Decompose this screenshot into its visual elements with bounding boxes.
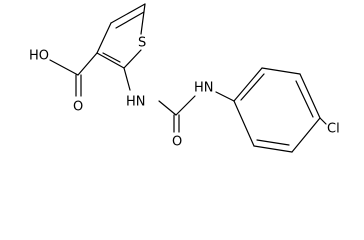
bond-ar3-ar4-inner [295, 80, 314, 118]
bond-nh-aryl [215, 91, 235, 102]
structure-canvas: HO O S HN O HN Cl [29, 3, 340, 153]
urea-oxygen-label: O [172, 135, 182, 150]
amine-left-label: HN [126, 95, 146, 110]
bond-nh-c [158, 100, 177, 116]
chlorine-label: Cl [327, 122, 340, 137]
bond-ar2-ar3 [261, 67, 301, 75]
bond-c2-c3-inner [102, 52, 121, 63]
hydroxyl-label: HO [29, 49, 49, 64]
bond-c-nh-right [175, 95, 196, 116]
bond-ar3-ar4 [299, 73, 321, 119]
bond-c2-nh [123, 67, 131, 91]
bond-ar1-ar2-inner [240, 73, 265, 101]
chemical-structure-diagram: HO O S HN O HN Cl [29, 3, 340, 153]
bond-ar4-cl [319, 117, 327, 125]
chlorophenyl-ring [233, 67, 327, 153]
bond-s-c2 [123, 49, 142, 69]
bond-ar5-ar6 [253, 145, 293, 153]
thiophene-ring [96, 3, 146, 69]
bond-ar4-ar5 [291, 117, 321, 153]
bond-c3-cooh [77, 52, 98, 76]
acid-carbonyl-oxygen-label: O [73, 100, 83, 115]
sulfur-label: S [138, 36, 146, 51]
bond-ar1-ar2 [233, 67, 263, 102]
bond-c-oh [49, 59, 79, 76]
bond-ar5-ar6-inner [256, 139, 290, 146]
carboxylic-acid-group [49, 52, 98, 97]
urea-linker [123, 67, 235, 133]
amine-right-label: HN [194, 81, 214, 96]
bond-c3-c4 [96, 22, 112, 54]
bond-ar6-ar1 [233, 100, 255, 147]
bond-c4-c5-inner [115, 11, 145, 29]
bond-c2-c3 [96, 52, 125, 69]
bond-c5-s [140, 3, 146, 35]
bond-c4-c5 [110, 3, 146, 24]
